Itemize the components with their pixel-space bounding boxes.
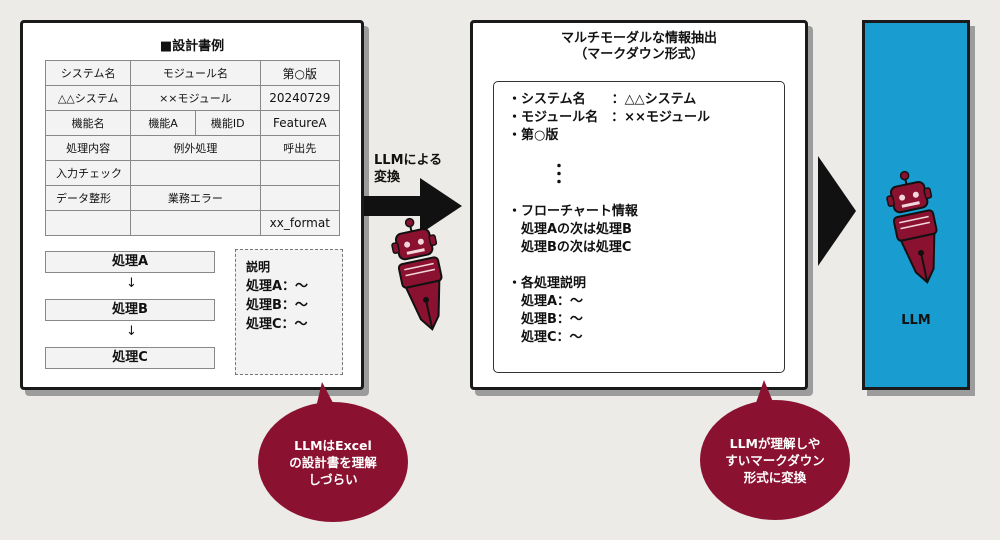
markdown-extraction-panel: マルチモーダルな情報抽出 （マークダウン形式） ・システム名 ：△△システム ・… bbox=[470, 20, 808, 390]
markdown-panel-title: マルチモーダルな情報抽出 （マークダウン形式） bbox=[473, 31, 805, 63]
markdown-panel-title-line: （マークダウン形式） bbox=[574, 47, 704, 62]
conversion-label-line: 変換 bbox=[374, 170, 401, 185]
markdown-line: ・各処理説明 bbox=[508, 276, 587, 291]
table-cell bbox=[44, 210, 132, 236]
markdown-panel-title-line: マルチモーダルな情報抽出 bbox=[560, 31, 717, 46]
note-line: 処理B：～ bbox=[246, 298, 308, 313]
markdown-line: ・システム名 ：△△システム bbox=[508, 92, 697, 107]
table-cell: FeatureA bbox=[259, 110, 341, 136]
flow-step-a: 処理A bbox=[45, 251, 215, 273]
conversion-label: LLMによる 変換 bbox=[374, 152, 442, 186]
ellipsis-dot: ・ bbox=[552, 175, 566, 191]
conversion-label-line: LLMによる bbox=[374, 153, 443, 168]
bubble-line: の設計書を理解 bbox=[289, 454, 377, 470]
description-note: 説明 処理A：～ 処理B：～ 処理C：～ bbox=[235, 249, 343, 375]
table-cell bbox=[130, 210, 261, 236]
bubble-line: 形式に変換 bbox=[743, 469, 807, 485]
table-row: 処理内容 例外処理 呼出先 bbox=[44, 135, 341, 161]
markdown-line: ・フローチャート情報 bbox=[508, 204, 638, 219]
flow-arrow: ↓ bbox=[126, 324, 137, 339]
markdown-line: 処理C：～ bbox=[508, 330, 583, 345]
speech-bubble-markdown-conversion: LLMが理解しや すいマークダウン 形式に変換 bbox=[700, 400, 850, 520]
flow-step-c: 処理C bbox=[45, 347, 215, 369]
bubble-line: LLMが理解しや bbox=[729, 435, 821, 451]
note-title: 説明 bbox=[246, 260, 271, 274]
table-row: xx_format bbox=[44, 210, 341, 236]
note-line: 処理A：～ bbox=[246, 279, 309, 294]
table-cell: 機能ID bbox=[194, 110, 261, 136]
table-cell: ××モジュール bbox=[130, 85, 261, 111]
llm-panel: LLM bbox=[862, 20, 970, 390]
markdown-content-box: ・システム名 ：△△システム ・モジュール名 ：××モジュール ・第○版 ・ ・… bbox=[493, 81, 785, 373]
design-document-panel: ■設計書例 システム名 モジュール名 第○版 △△システム ××モジュール 20… bbox=[20, 20, 364, 390]
table-cell: 処理内容 bbox=[44, 135, 132, 161]
markdown-line: 処理Bの次は処理C bbox=[508, 240, 632, 255]
markdown-line bbox=[508, 257, 770, 275]
bubble-line: LLMはExcel bbox=[294, 437, 372, 453]
table-cell: 20240729 bbox=[259, 85, 341, 111]
table-row: 入力チェック bbox=[44, 160, 341, 186]
robot-pen-icon bbox=[391, 217, 443, 331]
markdown-line: 処理Aの次は処理B bbox=[508, 222, 632, 237]
markdown-line: ・第○版 bbox=[508, 128, 559, 143]
markdown-line: 処理A：～ bbox=[508, 294, 584, 309]
robot-pen-icon bbox=[886, 170, 938, 284]
chevron-arrow bbox=[818, 156, 856, 266]
flow-step-b: 処理B bbox=[45, 299, 215, 321]
table-cell: システム名 bbox=[44, 60, 132, 86]
table-cell: 機能名 bbox=[44, 110, 132, 136]
table-row: データ整形 業務エラー bbox=[44, 185, 341, 211]
markdown-line: ・モジュール名 ：××モジュール bbox=[508, 110, 710, 125]
table-cell: 入力チェック bbox=[44, 160, 132, 186]
table-row: △△システム ××モジュール 20240729 bbox=[44, 85, 341, 111]
ellipsis-dot: ・ bbox=[552, 159, 566, 175]
table-cell: △△システム bbox=[44, 85, 132, 111]
table-cell bbox=[259, 185, 341, 211]
speech-bubble-excel-difficulty: LLMはExcel の設計書を理解 しづらい bbox=[258, 402, 408, 522]
design-document-title: ■設計書例 bbox=[159, 39, 225, 54]
table-cell: 機能A bbox=[130, 110, 196, 136]
table-cell: xx_format bbox=[259, 210, 341, 236]
table-row: システム名 モジュール名 第○版 bbox=[44, 60, 341, 86]
table-cell bbox=[259, 160, 341, 186]
bubble-line: すいマークダウン bbox=[725, 452, 825, 468]
bubble-line: しづらい bbox=[308, 471, 358, 487]
table-cell: 例外処理 bbox=[130, 135, 261, 161]
table-row: 機能名 機能A 機能ID FeatureA bbox=[44, 110, 341, 136]
table-cell: 呼出先 bbox=[259, 135, 341, 161]
ellipsis-dot: ・ bbox=[552, 167, 566, 183]
ellipsis-dots: ・ ・ ・ bbox=[552, 159, 566, 191]
note-line: 処理C：～ bbox=[246, 317, 308, 332]
flow-arrow: ↓ bbox=[126, 276, 137, 291]
conversion-arrow bbox=[364, 178, 462, 234]
table-cell: 業務エラー bbox=[130, 185, 261, 211]
table-cell: データ整形 bbox=[44, 185, 132, 211]
llm-label: LLM bbox=[901, 313, 931, 328]
table-cell: モジュール名 bbox=[130, 60, 261, 86]
markdown-line: 処理B：～ bbox=[508, 312, 583, 327]
table-cell bbox=[130, 160, 261, 186]
table-cell: 第○版 bbox=[259, 60, 341, 86]
design-spec-table: システム名 モジュール名 第○版 △△システム ××モジュール 20240729… bbox=[44, 60, 341, 236]
